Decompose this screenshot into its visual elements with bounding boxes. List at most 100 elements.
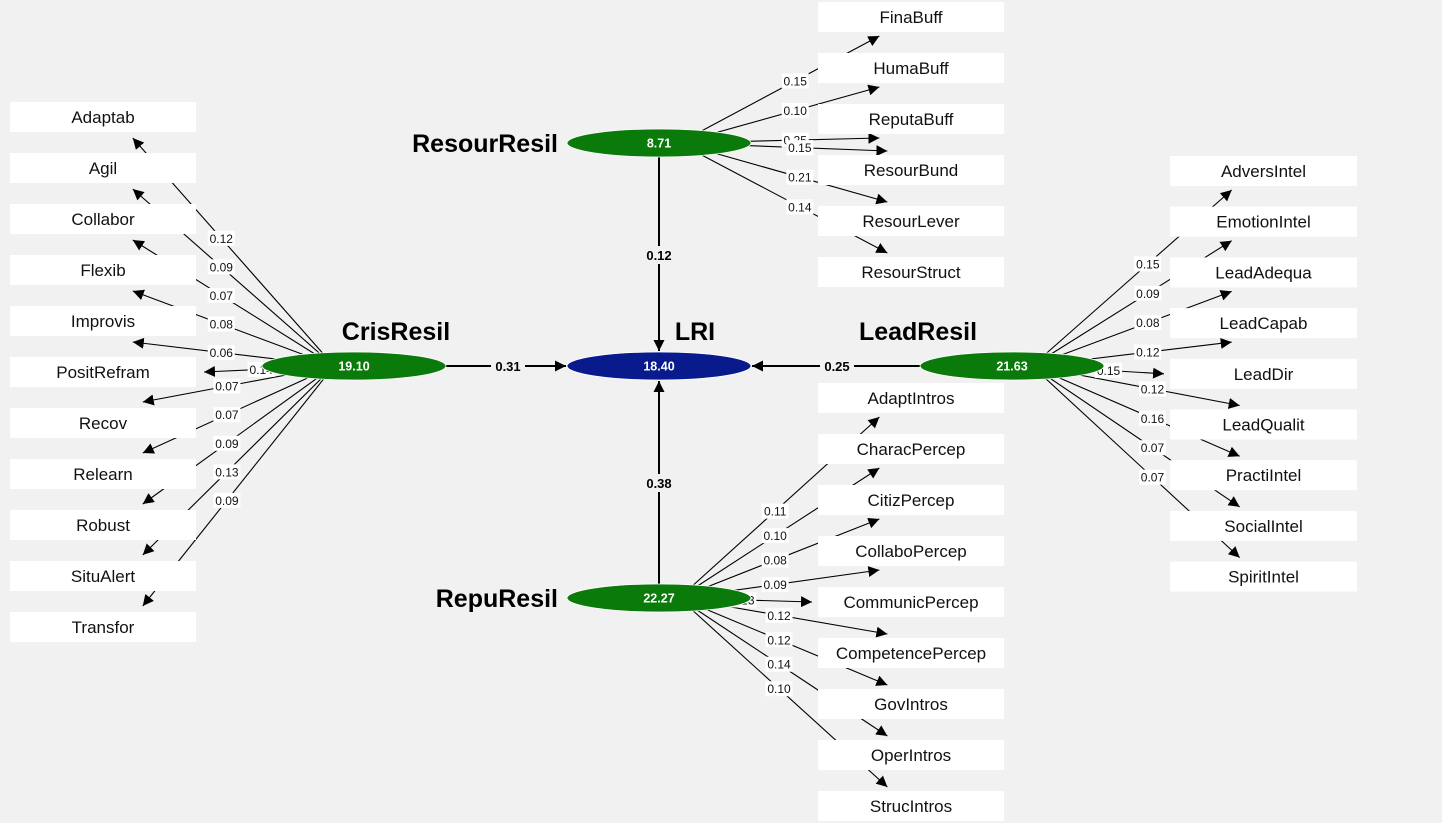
- indicator-label: GovIntros: [874, 695, 948, 714]
- indicator-label: Improvis: [71, 312, 135, 331]
- weight-label-bg: [1138, 381, 1166, 397]
- indicator-label: LeadQualit: [1222, 416, 1305, 435]
- weight-label-bg: [207, 287, 235, 303]
- weight-label-bg: [761, 528, 789, 544]
- outer-weight-resour-resil-resour-lever: 0.21: [788, 171, 812, 185]
- indicator-label: OperIntros: [871, 746, 951, 765]
- indicator-label: EmotionIntel: [1216, 213, 1311, 232]
- weight-label-bg: [765, 632, 793, 648]
- indicator-box-agil: [10, 153, 196, 183]
- construct-value-resour-resil: 8.71: [647, 137, 671, 151]
- indicator-box-transfor: [10, 612, 196, 642]
- construct-node-cris-resil: [261, 351, 447, 381]
- construct-label-resour-resil: ResourResil: [412, 130, 558, 158]
- weight-label-bg: [213, 435, 241, 451]
- outer-weight-repu-resil-competence-percep: 0.12: [767, 609, 791, 623]
- indicator-label: PositRefram: [56, 363, 150, 382]
- indicator-box-lead-adequa: [1170, 257, 1357, 288]
- construct-node-repu-resil: [566, 583, 752, 613]
- outer-weight-cris-resil-flexib: 0.08: [210, 318, 234, 332]
- indicator-box-charac-percep: [818, 434, 1004, 464]
- outer-weight-cris-resil-situ-alert: 0.13: [215, 465, 239, 479]
- path-coef-bg: [820, 357, 854, 375]
- indicator-label: FinaBuff: [879, 8, 942, 27]
- indicator-box-lead-qualit: [1170, 409, 1357, 440]
- indicator-box-spirit-intel: [1170, 561, 1357, 592]
- path-coef-bg: [642, 474, 676, 492]
- indicator-label: PractiIntel: [1226, 466, 1302, 485]
- indicator-label: AdversIntel: [1221, 162, 1306, 181]
- indicator-box-situ-alert: [10, 561, 196, 591]
- weight-label-bg: [765, 656, 793, 672]
- weight-label-bg: [781, 103, 809, 119]
- indicator-label: Transfor: [72, 618, 135, 637]
- indicator-label: LeadDir: [1234, 365, 1294, 384]
- weight-label-bg: [1134, 285, 1162, 301]
- indicator-box-relearn: [10, 459, 196, 489]
- path-coefficient-lead-resil: 0.25: [824, 359, 849, 374]
- construct-node-lri: [566, 351, 752, 381]
- indicator-box-citiz-percep: [818, 485, 1004, 515]
- indicator-label: Relearn: [73, 465, 133, 484]
- indicator-box-collabor: [10, 204, 196, 234]
- outer-weight-lead-resil-spirit-intel: 0.07: [1141, 471, 1165, 485]
- outer-weight-repu-resil-collabo-percep: 0.09: [764, 578, 788, 592]
- outer-weight-cris-resil-collabor: 0.07: [210, 289, 234, 303]
- indicator-label: StrucIntros: [870, 797, 952, 816]
- outer-weight-cris-resil-agil: 0.09: [210, 260, 234, 274]
- indicator-label: CharacPercep: [857, 440, 966, 459]
- outer-weight-cris-resil-robust: 0.09: [215, 437, 239, 451]
- outer-weight-repu-resil-oper-intros: 0.14: [767, 658, 791, 672]
- indicator-label: SituAlert: [71, 567, 136, 586]
- indicator-edge-lead-adequa: [1031, 290, 1232, 367]
- outer-weight-resour-resil-fina-buff: 0.15: [784, 74, 808, 88]
- outer-weight-resour-resil-resour-struct: 0.14: [788, 200, 812, 214]
- indicator-box-resour-bund: [818, 155, 1004, 185]
- indicator-label: SpiritIntel: [1228, 568, 1299, 587]
- indicator-box-recov: [10, 408, 196, 438]
- outer-weight-lead-resil-advers-intel: 0.15: [1136, 257, 1160, 271]
- indicator-box-emotion-intel: [1170, 206, 1357, 237]
- path-coefficient-cris-resil: 0.31: [495, 359, 520, 374]
- weight-label-bg: [765, 607, 793, 623]
- indicator-label: HumaBuff: [873, 59, 949, 78]
- indicator-label: SocialIntel: [1224, 517, 1302, 536]
- outer-weight-resour-resil-resour-bund: 0.15: [788, 141, 812, 155]
- indicator-box-robust: [10, 510, 196, 540]
- weight-label-bg: [1134, 344, 1162, 360]
- indicator-edge-practi-intel: [1031, 365, 1240, 457]
- indicator-box-posit-refram: [10, 357, 196, 387]
- outer-weight-lead-resil-social-intel: 0.07: [1141, 441, 1165, 455]
- weight-label-bg: [213, 492, 241, 508]
- construct-value-repu-resil: 22.27: [643, 592, 674, 606]
- construct-value-lri: 18.40: [643, 360, 674, 374]
- indicator-box-oper-intros: [818, 740, 1004, 770]
- indicator-box-flexib: [10, 255, 196, 285]
- outer-weight-cris-resil-improvis: 0.06: [210, 346, 234, 360]
- outer-weight-lead-resil-lead-capab: 0.12: [1136, 346, 1160, 360]
- weight-label-bg: [207, 230, 235, 246]
- indicator-box-fina-buff: [818, 2, 1004, 32]
- weight-label-bg: [1134, 256, 1162, 272]
- outer-weight-lead-resil-emotion-intel: 0.09: [1136, 287, 1160, 301]
- path-coefficient-repu-resil: 0.38: [646, 476, 671, 491]
- indicator-box-struc-intros: [818, 791, 1004, 821]
- outer-weight-repu-resil-adapt-intros: 0.11: [764, 505, 787, 519]
- outer-weight-repu-resil-gov-intros: 0.12: [767, 633, 791, 647]
- weight-label-bg: [1138, 440, 1166, 456]
- construct-label-lri: LRI: [675, 318, 715, 346]
- path-coefficient-resour-resil: 0.12: [646, 248, 671, 263]
- indicator-label: CommunicPercep: [843, 593, 978, 612]
- outer-weight-lead-resil-lead-qualit: 0.12: [1141, 382, 1165, 396]
- outer-weight-lead-resil-lead-adequa: 0.08: [1136, 316, 1160, 330]
- outer-weight-resour-resil-huma-buff: 0.10: [784, 104, 808, 118]
- path-coef-bg: [491, 357, 525, 375]
- indicator-label: LeadCapab: [1220, 314, 1308, 333]
- indicator-box-reputa-buff: [818, 104, 1004, 134]
- weight-label-bg: [786, 199, 814, 215]
- construct-node-lead-resil: [919, 351, 1105, 381]
- indicator-box-adapt-intros: [818, 383, 1004, 413]
- outer-weight-lead-resil-practi-intel: 0.16: [1141, 412, 1165, 426]
- weight-label-bg: [761, 552, 789, 568]
